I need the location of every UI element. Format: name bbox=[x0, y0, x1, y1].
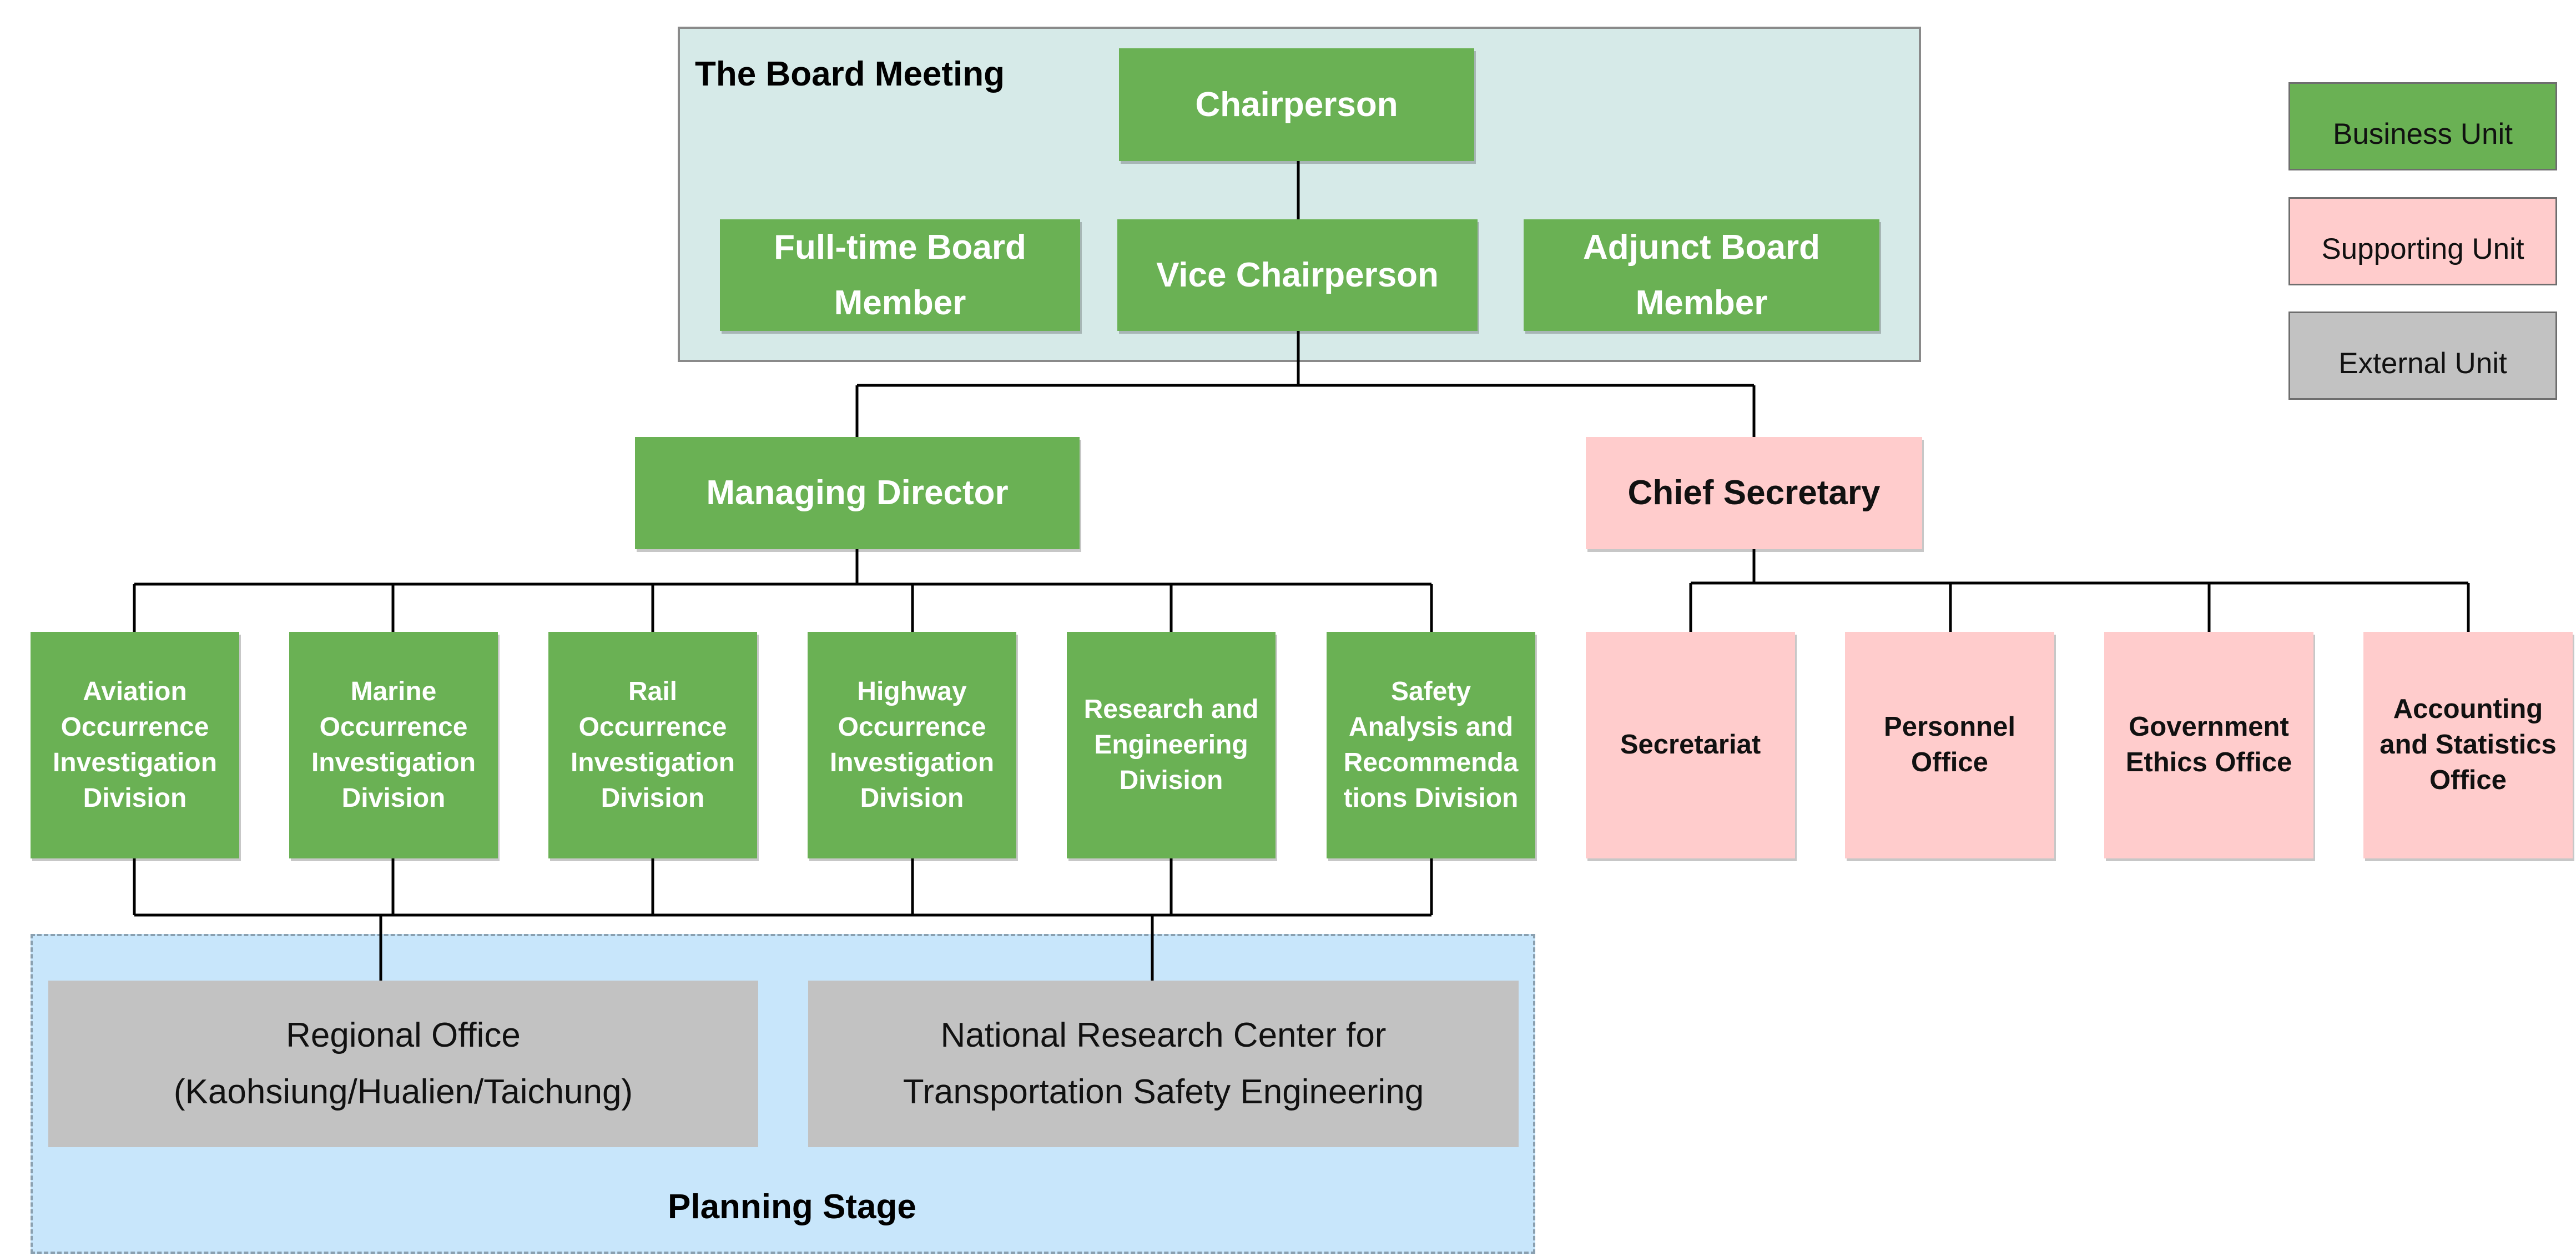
office-label: Secretariat bbox=[1620, 730, 1761, 760]
fulltime-board-member-label: Full-time Board Member bbox=[774, 228, 1026, 322]
accounting-statistics-office-box: Accounting and Statistics Office bbox=[2363, 632, 2573, 858]
research-center-box: National Research Center for Transportat… bbox=[808, 981, 1519, 1147]
government-ethics-office-box: Government Ethics Office bbox=[2104, 632, 2313, 858]
board-meeting-label: The Board Meeting bbox=[695, 55, 1005, 93]
division-label: Rail Occurrence Investigation Division bbox=[570, 677, 735, 813]
secretariat-box: Secretariat bbox=[1586, 632, 1795, 858]
rail-division-box: Rail Occurrence Investigation Division bbox=[548, 632, 757, 858]
regional-office-label: Regional Office (Kaohsiung/Hualien/Taich… bbox=[173, 1016, 633, 1111]
safety-analysis-division-box: Safety Analysis and Recommenda tions Div… bbox=[1327, 632, 1535, 858]
legend-business-unit: Business Unit bbox=[2288, 82, 2557, 170]
managing-director-box: Managing Director bbox=[635, 437, 1080, 549]
personnel-office-box: Personnel Office bbox=[1845, 632, 2054, 858]
legend-external-label: External Unit bbox=[2338, 347, 2507, 380]
chairperson-box: Chairperson bbox=[1119, 48, 1474, 161]
chairperson-label: Chairperson bbox=[1195, 85, 1398, 124]
highway-division-box: Highway Occurrence Investigation Divisio… bbox=[808, 632, 1016, 858]
office-label: Personnel Office bbox=[1884, 712, 2015, 777]
research-center-label: National Research Center for Transportat… bbox=[903, 1016, 1424, 1111]
division-label: Aviation Occurrence Investigation Divisi… bbox=[52, 677, 218, 813]
vice-chairperson-box: Vice Chairperson bbox=[1117, 219, 1478, 331]
legend-business-label: Business Unit bbox=[2332, 118, 2513, 150]
adjunct-board-member-box: Adjunct Board Member bbox=[1524, 219, 1879, 331]
managing-director-label: Managing Director bbox=[706, 474, 1009, 513]
division-label: Marine Occurrence Investigation Division bbox=[311, 677, 476, 813]
legend-supporting-unit: Supporting Unit bbox=[2288, 197, 2557, 285]
division-label: Safety Analysis and Recommenda tions Div… bbox=[1343, 677, 1519, 813]
aviation-division-box: Aviation Occurrence Investigation Divisi… bbox=[31, 632, 239, 858]
division-label: Research and Engineering Division bbox=[1083, 695, 1259, 795]
marine-division-box: Marine Occurrence Investigation Division bbox=[289, 632, 498, 858]
office-label: Accounting and Statistics Office bbox=[2380, 694, 2557, 795]
research-engineering-division-box: Research and Engineering Division bbox=[1067, 632, 1276, 858]
legend-supporting-label: Supporting Unit bbox=[2321, 233, 2524, 265]
division-label: Highway Occurrence Investigation Divisio… bbox=[829, 677, 995, 813]
adjunct-board-member-label: Adjunct Board Member bbox=[1582, 228, 1821, 322]
vice-chairperson-label: Vice Chairperson bbox=[1156, 255, 1439, 294]
chief-secretary-box: Chief Secretary bbox=[1586, 437, 1922, 549]
fulltime-board-member-box: Full-time Board Member bbox=[720, 219, 1080, 331]
legend-external-unit: External Unit bbox=[2288, 312, 2557, 400]
office-label: Government Ethics Office bbox=[2125, 712, 2292, 777]
planning-stage-label: Planning Stage bbox=[668, 1188, 916, 1226]
chief-secretary-label: Chief Secretary bbox=[1627, 474, 1881, 513]
regional-office-box: Regional Office (Kaohsiung/Hualien/Taich… bbox=[48, 981, 758, 1147]
